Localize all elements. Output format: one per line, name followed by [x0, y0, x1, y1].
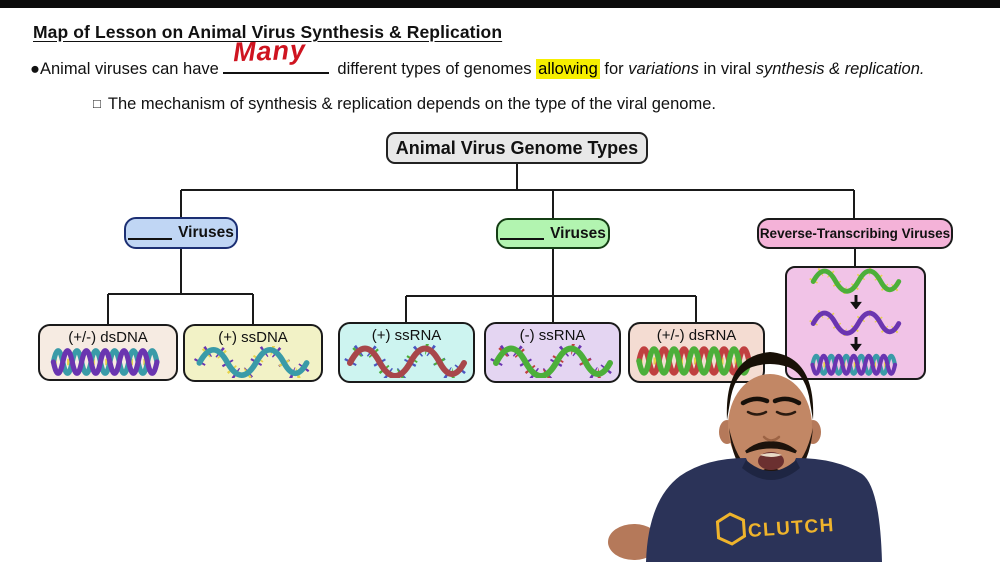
retro-rna-strand-icon — [808, 268, 903, 294]
genome-label-ssrna-negative: (-) ssRNA — [519, 327, 586, 344]
node-animal-virus-genome-types: Animal Virus Genome Types — [386, 132, 648, 164]
genome-label-ssdna: (+) ssDNA — [218, 329, 288, 346]
node-reverse-transcribing-viruses: Reverse-Transcribing Viruses — [757, 218, 953, 249]
retro-ssdna-strand-icon — [808, 310, 903, 336]
bullet-icon: ● — [30, 60, 40, 78]
genome-box-dsdna: (+/-) dsDNA — [38, 324, 178, 381]
sub-bullet-text: The mechanism of synthesis & replication… — [107, 95, 716, 113]
square-bullet-icon: □ — [93, 96, 101, 111]
dsrna-double-helix-icon — [635, 346, 752, 376]
genome-label-dsdna: (+/-) dsDNA — [68, 329, 148, 346]
presenter-webcam-figure: CLUTCH — [608, 352, 882, 562]
retro-dsdna-helix-icon — [809, 354, 897, 377]
blue-node-label: Viruses — [178, 224, 234, 241]
ssdna-strand-icon — [193, 346, 313, 378]
dsdna-double-helix-icon — [50, 348, 160, 376]
genome-box-ssdna: (+) ssDNA — [183, 324, 323, 382]
italic-phrase-synthesis: synthesis & replication. — [755, 60, 925, 78]
presenter-shirt: CLUTCH — [646, 458, 882, 562]
reverse-transcription-pathway-box — [785, 266, 926, 380]
down-arrow-icon — [849, 336, 862, 352]
genome-label-dsrna: (+/-) dsRNA — [656, 327, 737, 344]
ssrna-positive-strand-icon — [343, 344, 470, 378]
sub-bullet: □ The mechanism of synthesis & replicatio… — [93, 95, 716, 114]
bullet-text-mid3: in viral — [703, 60, 752, 78]
down-arrow-icon — [849, 294, 862, 310]
highlighted-word: allowing — [536, 59, 600, 79]
green-node-label: Viruses — [550, 224, 606, 242]
page-title: Map of Lesson on Animal Virus Synthesis … — [33, 22, 503, 42]
genome-box-ssrna-positive: (+) ssRNA — [338, 322, 475, 383]
ssrna-negative-strand-icon — [489, 344, 616, 378]
blank-line — [128, 227, 173, 240]
reverse-node-label: Reverse-Transcribing Viruses — [759, 226, 951, 241]
node-dna-viruses-blank: Viruses — [124, 217, 238, 249]
italic-word-variations: variations — [628, 60, 699, 78]
genome-box-ssrna-negative: (-) ssRNA — [484, 322, 621, 383]
bullet-text-mid2: for — [604, 60, 624, 78]
bullet-text-pre: Animal viruses can have — [39, 60, 219, 78]
node-rna-viruses-blank: Viruses — [496, 218, 610, 249]
video-letterbox-bar — [0, 0, 1000, 8]
bullet-text-mid1: different types of genomes — [337, 60, 532, 78]
root-node-label: Animal Virus Genome Types — [395, 137, 639, 158]
genome-label-ssrna-positive: (+) ssRNA — [371, 327, 442, 344]
fill-in-blank: Many — [222, 35, 329, 74]
clutch-hexagon-logo-icon — [715, 512, 747, 546]
blank-line — [500, 227, 545, 240]
